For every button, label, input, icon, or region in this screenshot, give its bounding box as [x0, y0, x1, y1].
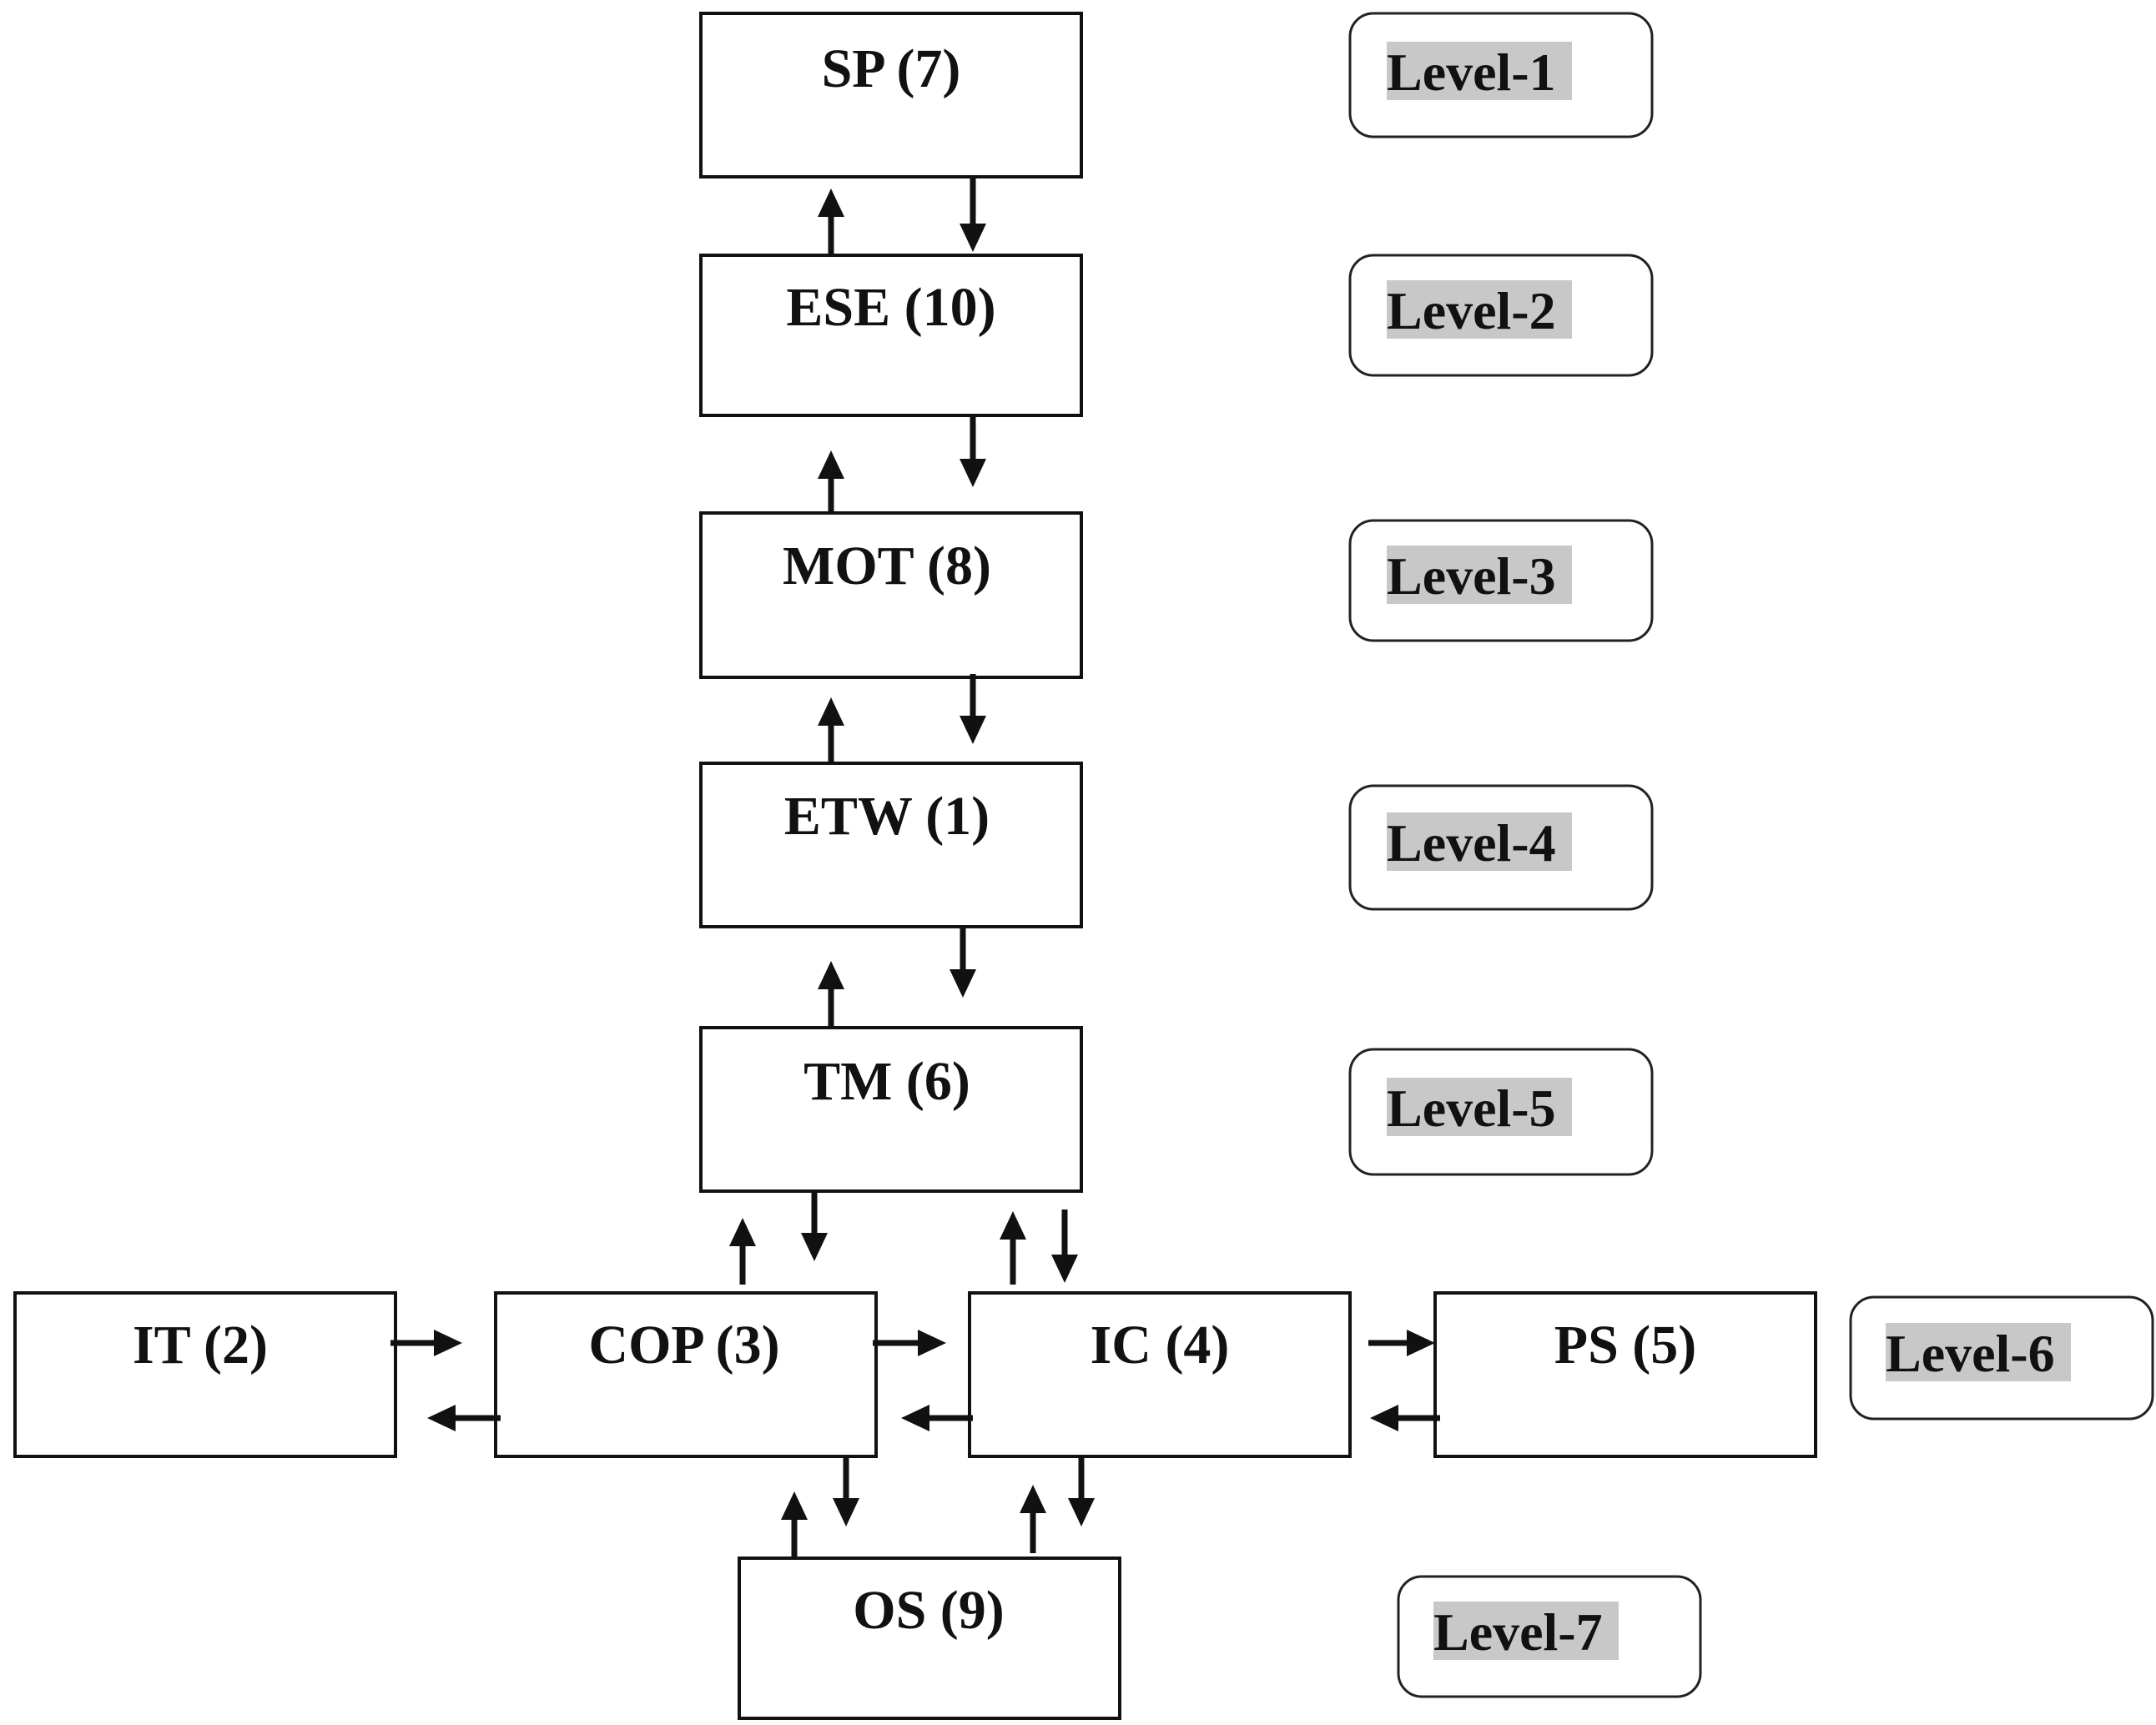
connector-arrows: [390, 177, 1440, 1558]
level-7-tag: Level-7: [1397, 1575, 1702, 1698]
node-cop: COP (3): [494, 1291, 878, 1458]
arrow-cop-to-it: [427, 1405, 501, 1431]
level-2-tag: Level-2: [1348, 254, 1654, 377]
arrow-ic-to-cop: [901, 1405, 973, 1431]
node-tm-label: TM (6): [803, 1051, 970, 1112]
level-2-label: Level-2: [1387, 281, 1556, 340]
node-tm: TM (6): [699, 1026, 1083, 1193]
arrow-etw-to-tm: [950, 928, 976, 998]
level-5-label: Level-5: [1387, 1079, 1556, 1138]
arrow-ese-to-mot: [960, 417, 986, 487]
arrow-os-to-cop: [781, 1491, 808, 1558]
node-sp: SP (7): [699, 12, 1083, 179]
node-it-label: IT (2): [133, 1315, 268, 1375]
level-1-label: Level-1: [1387, 43, 1556, 102]
node-os: OS (9): [738, 1557, 1121, 1720]
arrow-ic-to-tm: [1000, 1211, 1026, 1285]
arrow-sp-to-ese: [960, 177, 986, 252]
node-os-label: OS (9): [853, 1580, 1005, 1641]
level-4-label: Level-4: [1387, 813, 1556, 873]
level-6-tag: Level-6: [1849, 1295, 2154, 1421]
arrow-ps-to-ic: [1370, 1405, 1440, 1431]
node-etw-label: ETW (1): [784, 786, 990, 847]
node-ps-label: PS (5): [1554, 1315, 1696, 1375]
arrow-mot-to-etw: [960, 674, 986, 744]
node-ps: PS (5): [1433, 1291, 1817, 1458]
node-ic-label: IC (4): [1091, 1315, 1230, 1375]
node-it: IT (2): [13, 1291, 397, 1458]
level-3-label: Level-3: [1387, 546, 1556, 606]
level-4-tag: Level-4: [1348, 784, 1654, 911]
arrow-cop-to-tm: [729, 1218, 756, 1285]
node-mot-label: MOT (8): [783, 536, 991, 596]
arrow-it-to-cop: [390, 1330, 462, 1356]
arrow-tm-to-ic: [1051, 1210, 1078, 1283]
arrow-tm-to-etw: [818, 961, 844, 1028]
arrow-ic-to-os: [1068, 1455, 1095, 1526]
level-3-tag: Level-3: [1348, 519, 1654, 642]
level-5-tag: Level-5: [1348, 1048, 1654, 1176]
level-7-label: Level-7: [1433, 1602, 1603, 1662]
node-cop-label: COP (3): [588, 1315, 779, 1375]
level-1-tag: Level-1: [1348, 12, 1654, 138]
node-mot: MOT (8): [699, 511, 1083, 679]
node-etw: ETW (1): [699, 762, 1083, 928]
level-6-label: Level-6: [1886, 1324, 2055, 1383]
arrow-etw-to-mot: [818, 697, 844, 763]
arrow-cop-to-ic: [873, 1330, 946, 1356]
node-ese: ESE (10): [699, 254, 1083, 417]
arrow-ic-to-ps: [1368, 1330, 1435, 1356]
node-ese-label: ESE (10): [786, 277, 995, 338]
arrow-ese-to-sp: [818, 189, 844, 255]
arrow-os-to-ic: [1020, 1485, 1046, 1553]
node-sp-label: SP (7): [822, 38, 961, 99]
arrow-mot-to-ese: [818, 450, 844, 513]
node-ic: IC (4): [968, 1291, 1352, 1458]
arrow-cop-to-os: [833, 1458, 859, 1526]
arrow-tm-to-cop: [801, 1191, 828, 1261]
